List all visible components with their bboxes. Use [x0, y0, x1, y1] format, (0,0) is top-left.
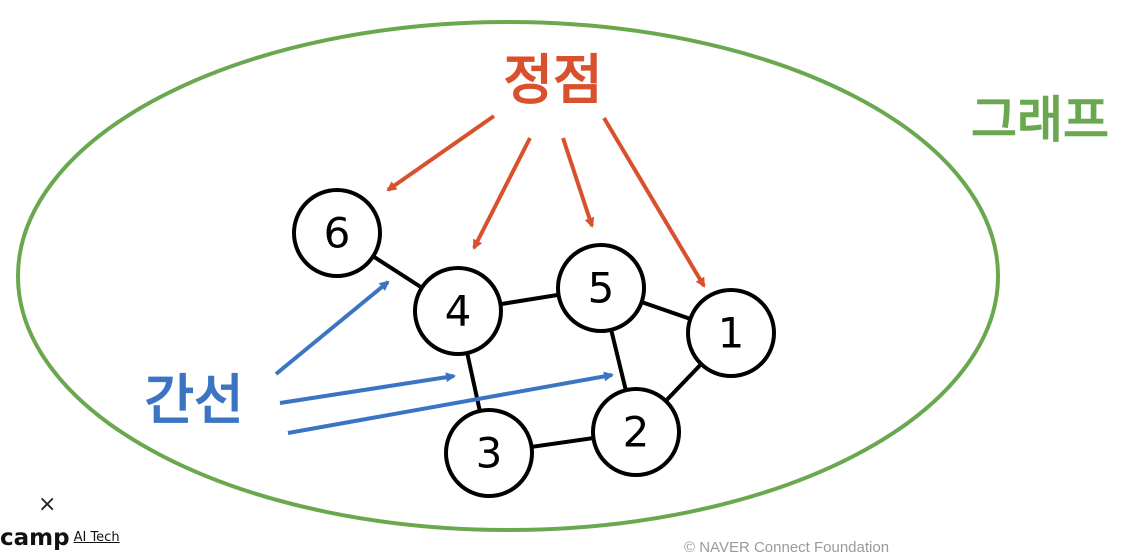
vertex-arrow-to-1 [602, 116, 706, 288]
node-3: 3 [444, 408, 534, 498]
node-label-1: 1 [718, 309, 745, 358]
node-label-2: 2 [623, 408, 650, 457]
edge-arrow-3 [287, 371, 614, 435]
node-circle-6 [292, 188, 382, 278]
node-label-6: 6 [324, 209, 351, 258]
logo-main-text: camp [0, 525, 70, 551]
node-circle-1 [686, 288, 776, 378]
graph-boundary [16, 20, 1000, 532]
node-label-5: 5 [588, 264, 615, 313]
nodes: 6 4 5 1 3 2 [292, 188, 776, 498]
vertex-arrow-to-5 [561, 137, 595, 228]
vertex-arrow-to-6 [386, 114, 496, 192]
node-1: 1 [686, 288, 776, 378]
vertex-label: 정점 [503, 49, 602, 112]
node-4: 4 [413, 266, 503, 356]
vertex-pointer-arrows [386, 114, 706, 288]
node-5: 5 [556, 243, 646, 333]
edge-pointer-arrows [274, 280, 614, 435]
node-circle-3 [444, 408, 534, 498]
node-circle-5 [556, 243, 646, 333]
node-label-4: 4 [445, 287, 472, 336]
node-label-3: 3 [476, 429, 503, 478]
node-2: 2 [591, 387, 681, 477]
logo-sub-text: AI Tech [73, 530, 120, 545]
close-icon: × [38, 492, 57, 517]
edge-label: 간선 [144, 369, 243, 432]
edge-arrow-2 [279, 372, 456, 405]
node-circle-2 [591, 387, 681, 477]
node-6: 6 [292, 188, 382, 278]
edge-arrow-1 [274, 280, 390, 376]
vertex-arrow-to-4 [472, 137, 532, 250]
copyright-text: © NAVER Connect Foundation [684, 539, 890, 553]
node-circle-4 [413, 266, 503, 356]
graph-label: 그래프 [971, 91, 1109, 149]
